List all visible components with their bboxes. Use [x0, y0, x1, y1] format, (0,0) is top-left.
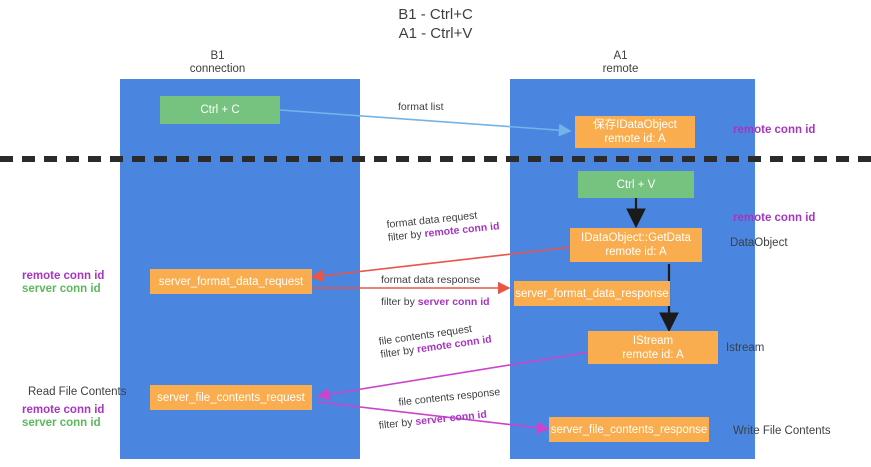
box-idataobject-top-line2: remote id: A [604, 133, 666, 145]
caption-file-contents-response: file contents response filter by server … [376, 386, 503, 433]
column-header-a1: A1 remote [558, 50, 683, 76]
box-getdata[interactable]: IDataObject::GetData remote id: A [570, 228, 702, 262]
label-right-remote-conn-id-top: remote conn id [733, 124, 816, 136]
box-istream[interactable]: IStream remote id: A [588, 331, 718, 364]
box-getdata-line2: remote id: A [605, 246, 667, 258]
caption-prefix-2: filter by [381, 296, 418, 308]
box-ctrl-c[interactable]: Ctrl + C [160, 96, 280, 124]
column-header-b1-sub: connection [189, 63, 246, 75]
box-istream-line2: remote id: A [622, 348, 684, 361]
column-header-a1-sub: remote [602, 63, 639, 75]
caption-file-contents-response-line2: filter by server conn id [378, 407, 503, 433]
title-line-2: A1 - Ctrl+V [398, 25, 473, 42]
label-right-istream: Istream [726, 342, 765, 354]
label-left-remote-conn-id-2: remote conn id [22, 404, 105, 416]
column-header-b1-name: B1 [210, 50, 225, 62]
caption-file-contents-request: file contents request filter by remote c… [378, 320, 493, 361]
caption-format-list: format list [398, 101, 444, 113]
caption-highlight-server-conn-id-2: server conn id [414, 408, 488, 428]
box-ctrl-v-label: Ctrl + V [616, 178, 656, 191]
box-ctrl-c-label: Ctrl + C [200, 104, 240, 116]
label-right-dataobject: DataObject [730, 237, 788, 249]
caption-format-data-response: format data response filter by server co… [381, 274, 490, 309]
box-server-format-data-request[interactable]: server_format_data_request [150, 269, 312, 294]
label-left-server-conn-id: server conn id [22, 283, 101, 295]
caption-file-contents-response-line1: file contents response [397, 386, 501, 409]
caption-highlight-server-conn-id: server conn id [417, 296, 490, 308]
label-left-server-conn-id-2: server conn id [22, 417, 101, 429]
box-getdata-line1: IDataObject::GetData [581, 232, 691, 244]
column-header-a1-name: A1 [613, 50, 628, 62]
label-right-remote-conn-id-mid: remote conn id [733, 212, 816, 224]
box-idataobject-top-line1: 保存IDataObject [593, 119, 677, 131]
label-left-read-file-contents: Read File Contents [28, 386, 127, 398]
box-idataobject-top[interactable]: 保存IDataObject remote id: A [575, 116, 695, 148]
box-istream-line1: IStream [632, 334, 674, 347]
phase-separator [0, 156, 871, 162]
box-server-file-contents-request[interactable]: server_file_contents_request [150, 385, 312, 410]
box-server-file-contents-response-label: server_file_contents_response [550, 423, 708, 436]
title-line-1: B1 - Ctrl+C [398, 6, 473, 23]
box-server-format-data-response-label: server_format_data_response [515, 287, 669, 300]
box-ctrl-v[interactable]: Ctrl + V [578, 171, 694, 198]
caption-format-data-response-line2: filter by server conn id [381, 296, 490, 309]
caption-format-data-response-line1: format data response [381, 274, 481, 286]
box-server-file-contents-request-label: server_file_contents_request [157, 391, 305, 404]
label-left-remote-conn-id: remote conn id [22, 270, 105, 282]
box-server-format-data-response[interactable]: server_format_data_response [514, 281, 670, 306]
column-header-b1: B1 connection [155, 50, 280, 76]
label-right-write-file-contents: Write File Contents [733, 425, 831, 437]
caption-prefix: filter by [387, 228, 426, 244]
caption-prefix-4: filter by [378, 416, 417, 432]
box-server-format-data-request-label: server_format_data_request [158, 275, 304, 288]
caption-format-data-request: format data request filter by remote con… [386, 207, 500, 245]
page-title: B1 - Ctrl+C A1 - Ctrl+V [0, 5, 871, 43]
box-server-file-contents-response[interactable]: server_file_contents_response [549, 417, 709, 442]
